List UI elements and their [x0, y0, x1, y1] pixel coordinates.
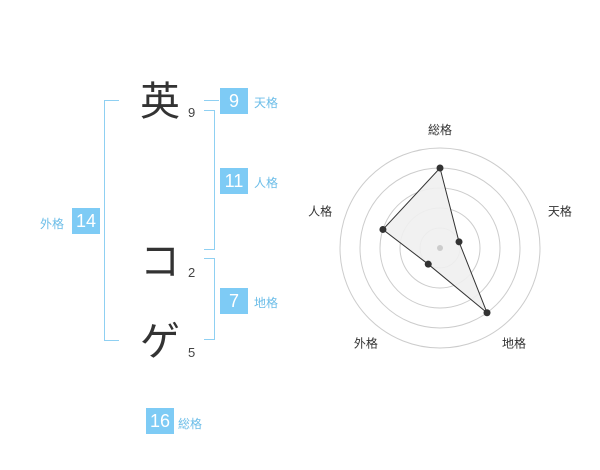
radar-point-3 — [483, 309, 491, 317]
chikaku-label: 地格 — [254, 296, 279, 310]
radar-axis-label: 地格 — [502, 335, 526, 350]
name-char-2: コ — [140, 239, 180, 285]
tenkaku-label: 天格 — [254, 96, 279, 110]
stroke-count-1: 9 — [188, 105, 196, 120]
radar-point-5 — [379, 225, 387, 233]
radar-axis-label: 天格 — [548, 204, 572, 219]
radar-axis-label: 外格 — [354, 335, 378, 350]
chikaku-bracket — [204, 258, 215, 340]
name-char-1: 英 — [140, 79, 180, 125]
radar-center-dot — [437, 245, 443, 251]
chikaku-value: 7 — [220, 288, 248, 314]
gaikaku-bracket — [104, 100, 119, 341]
radar-grid-ring — [339, 147, 541, 349]
gaikaku-label: 外格 — [40, 217, 65, 231]
tenkaku-value: 9 — [220, 88, 248, 114]
stroke-count-2: 2 — [188, 265, 196, 280]
jinkaku-value: 11 — [220, 168, 248, 194]
soukaku-label: 総格 — [178, 417, 203, 431]
radar-axis-label: 総格 — [428, 122, 452, 137]
name-char-3: ゲ — [140, 319, 180, 365]
soukaku-value: 16 — [146, 408, 174, 434]
radar-point-2 — [455, 238, 463, 246]
radar-point-4 — [424, 260, 432, 268]
radar-area — [382, 166, 488, 314]
jinkaku-label: 人格 — [254, 176, 279, 190]
jinkaku-bracket — [204, 110, 215, 250]
tenkaku-tick — [204, 100, 219, 101]
radar-axis-label: 人格 — [308, 204, 332, 219]
stroke-count-3: 5 — [188, 345, 196, 360]
gaikaku-value: 14 — [72, 208, 100, 234]
radar-point-1 — [436, 164, 444, 172]
